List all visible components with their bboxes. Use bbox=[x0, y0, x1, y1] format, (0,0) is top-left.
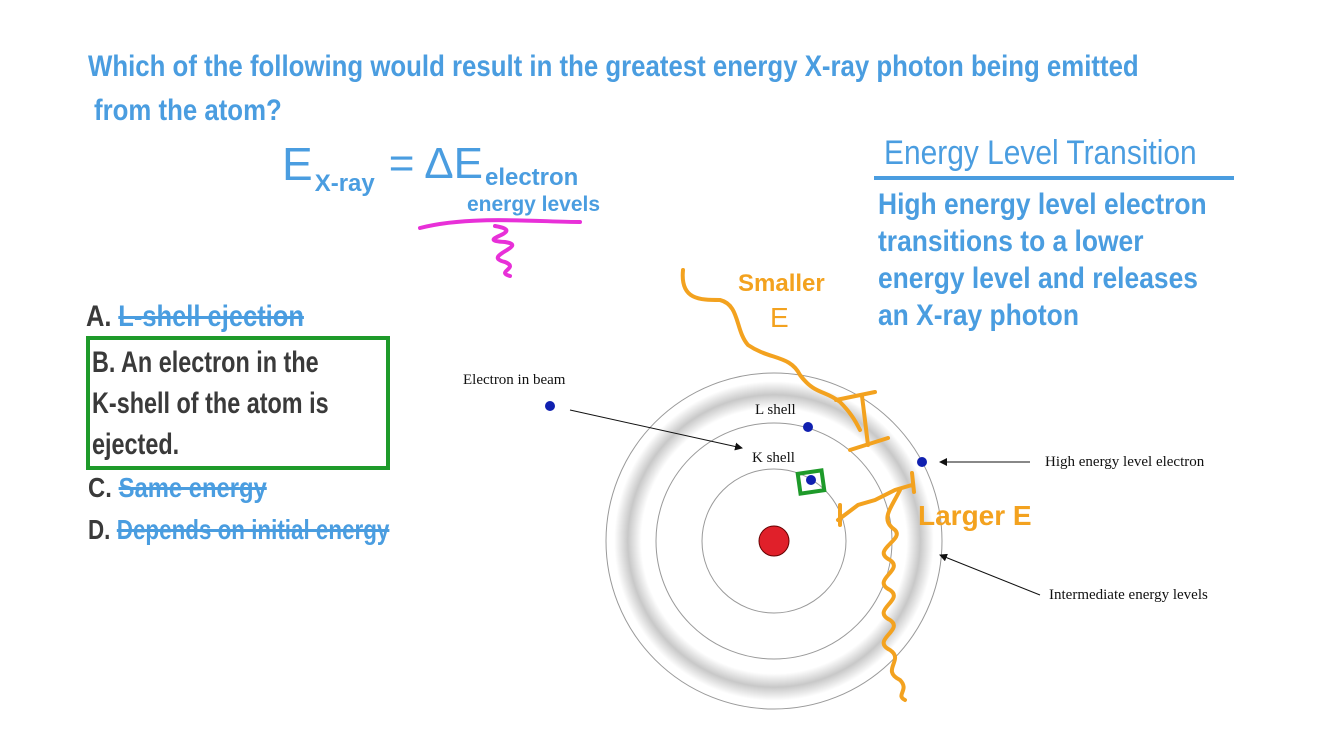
k-shell-vacancy-box bbox=[795, 468, 827, 496]
note-title-underline bbox=[874, 176, 1234, 180]
equation-rhs-sub-2: energy levels bbox=[466, 193, 601, 216]
label-intermediate-levels: Intermediate energy levels bbox=[1049, 587, 1208, 603]
option-c-text: Same energy bbox=[118, 472, 267, 503]
note-title: Energy Level Transition bbox=[884, 134, 1197, 172]
beam-electron bbox=[545, 401, 555, 411]
option-b-line-3: ejected. bbox=[92, 428, 180, 461]
label-electron-in-beam: Electron in beam bbox=[463, 372, 566, 388]
k-shell-orbit bbox=[701, 468, 847, 614]
selected-answer-box bbox=[86, 336, 390, 470]
high-energy-electron bbox=[917, 457, 927, 467]
nucleus bbox=[758, 525, 790, 557]
l-shell-electron bbox=[803, 422, 813, 432]
note-line-4: an X-ray photon bbox=[878, 299, 1079, 332]
equation-lhs-sub: X-ray bbox=[314, 170, 375, 197]
k-shell-electron bbox=[806, 475, 816, 485]
note-body: High energy level electron transitions t… bbox=[878, 186, 1207, 334]
option-d-text: Depends on initial energy bbox=[116, 514, 390, 545]
option-c-letter: C. bbox=[88, 472, 112, 503]
beam-arrow bbox=[569, 409, 743, 451]
option-b-line-1: B. An electron in the bbox=[92, 346, 319, 379]
magenta-underline-scribble bbox=[418, 218, 582, 278]
option-a-text: L-shell ejection bbox=[118, 300, 304, 333]
smaller-e-transition-marker bbox=[834, 390, 890, 452]
equation-lhs: E bbox=[282, 138, 313, 190]
note-line-3: energy level and releases bbox=[878, 262, 1198, 295]
outer-shell bbox=[605, 372, 943, 710]
equation: E X-ray = ΔE electron energy levels bbox=[282, 138, 600, 218]
label-k-shell: K shell bbox=[752, 450, 795, 466]
question-line-1: Which of the following would result in t… bbox=[88, 50, 1139, 83]
option-d-letter: D. bbox=[88, 514, 111, 545]
intermediate-arrow bbox=[939, 553, 1041, 596]
larger-e-label: Larger E bbox=[918, 500, 1032, 531]
larger-e-photon-wave bbox=[836, 471, 916, 702]
option-a-letter: A. bbox=[86, 300, 112, 333]
option-d[interactable]: D. Depends on initial energy bbox=[88, 514, 389, 546]
note-line-1: High energy level electron bbox=[878, 188, 1207, 221]
option-b-line-2: K-shell of the atom is bbox=[92, 387, 329, 420]
label-l-shell: L shell bbox=[755, 402, 796, 418]
label-high-energy-electron: High energy level electron bbox=[1045, 454, 1205, 470]
option-b[interactable]: B. An electron in the K-shell of the ato… bbox=[92, 342, 329, 465]
equation-rhs-sub-1: electron bbox=[484, 164, 579, 191]
option-c[interactable]: C. Same energy bbox=[88, 472, 267, 504]
option-a[interactable]: A. L-shell ejection bbox=[86, 300, 304, 334]
smaller-e-photon-wave bbox=[680, 268, 862, 432]
smaller-e-label-2: E bbox=[770, 302, 789, 333]
question-line-2: from the atom? bbox=[94, 94, 282, 127]
equation-equals-delta-e: = ΔE bbox=[388, 139, 483, 188]
note-line-2: transitions to a lower bbox=[878, 225, 1144, 258]
smaller-e-label-1: Smaller bbox=[738, 270, 825, 297]
